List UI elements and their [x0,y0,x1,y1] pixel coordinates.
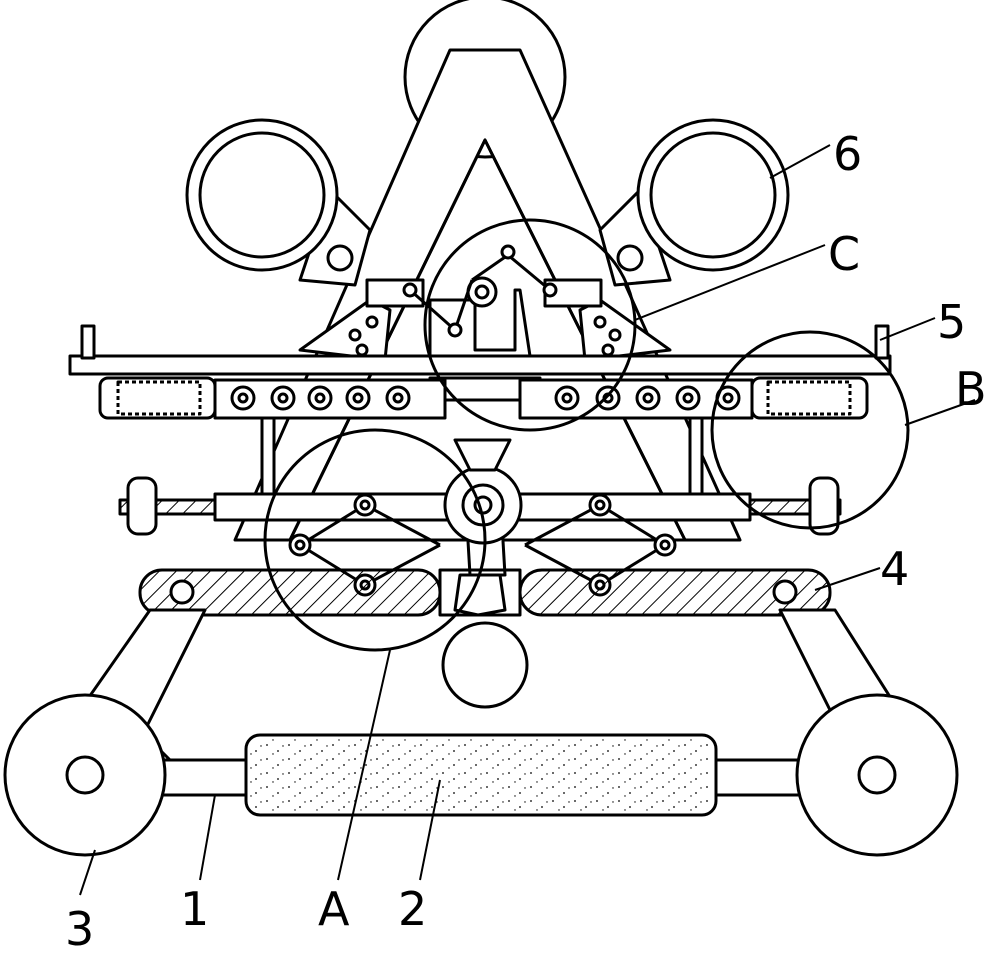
detail-circle-c [423,218,637,432]
left-spring-roller [98,376,217,420]
leader-lines [79,144,976,896]
foam-roller [244,733,718,817]
upper-clamp-assembly [365,244,603,402]
label-c: C [828,227,860,281]
label-a: A [318,882,350,936]
label-4: 4 [880,542,909,596]
label-b: B [955,362,987,416]
label-1: 1 [180,882,209,936]
detail-circle-a [263,428,487,652]
upper-left-wheel [185,118,372,287]
right-knob [808,476,840,536]
hanging-ball [441,621,529,709]
right-spring-roller [750,376,869,420]
right-mount-plate [578,298,672,362]
detail-circle-b [710,330,910,530]
label-5: 5 [937,295,966,349]
upper-right-wheel [598,118,790,287]
left-roller-bar [213,378,447,420]
bottom-right-wheel [795,693,959,857]
label-3: 3 [65,902,94,956]
hatched-beam [138,568,832,617]
right-roller-bar [518,378,754,420]
bottom-left-wheel [3,693,167,857]
label-2: 2 [398,882,427,936]
label-6: 6 [833,127,862,181]
left-knob [126,476,158,536]
